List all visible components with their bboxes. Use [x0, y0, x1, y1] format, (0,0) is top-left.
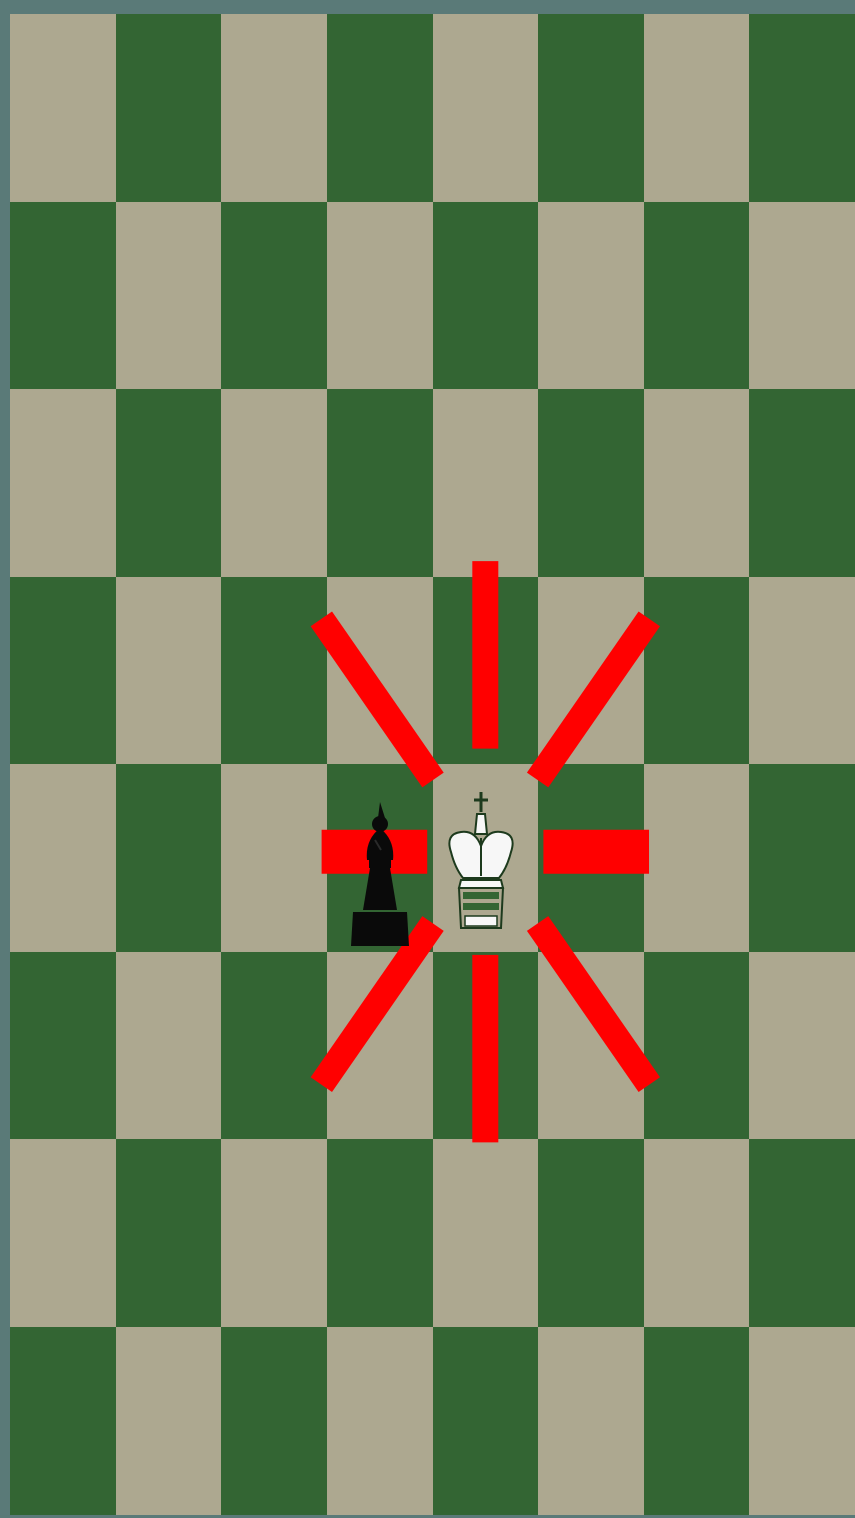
move-ray-ne [538, 619, 650, 780]
move-ray-se [538, 923, 650, 1084]
move-indicator [10, 14, 855, 1514]
move-ray-nw [321, 619, 433, 780]
white-king-icon[interactable] [441, 788, 521, 938]
chess-board [10, 14, 855, 1514]
black-bishop-icon[interactable] [345, 800, 415, 950]
